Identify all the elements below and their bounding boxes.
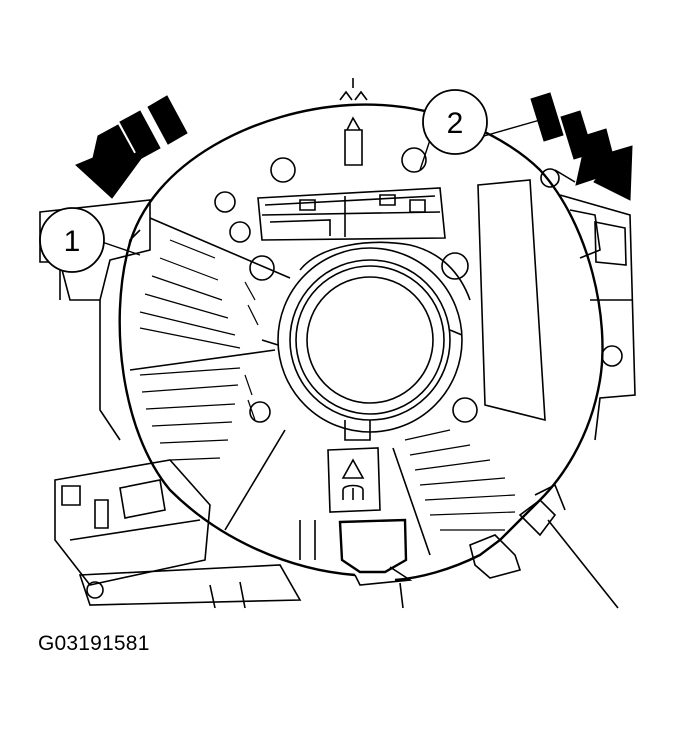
bottom-connector — [299, 518, 408, 609]
figure-id: G03191581 — [38, 632, 150, 655]
right-clip — [569, 209, 601, 259]
callout-1-label: 1 — [64, 225, 81, 258]
callout-leaders — [101, 119, 541, 256]
clockspring-diagram: 1 2 — [39, 78, 636, 609]
central-rotor — [261, 241, 471, 441]
label-hatching-left-upper — [139, 239, 259, 349]
arrow-right — [530, 92, 633, 201]
callout-2-label: 2 — [447, 107, 464, 140]
wire-clip — [469, 483, 619, 609]
top-connector — [257, 187, 446, 241]
callout-1: 1 — [39, 207, 105, 273]
mounting-holes — [214, 147, 478, 423]
callout-2: 2 — [422, 89, 488, 155]
column-housing — [39, 168, 636, 609]
alignment-marks — [339, 78, 368, 166]
disc-segments — [129, 179, 546, 556]
warning-label — [327, 447, 381, 513]
label-hatching-right-lower — [404, 429, 516, 531]
arrow-left — [75, 95, 188, 199]
clockspring-disc — [118, 103, 604, 586]
label-hatching-left-lower — [139, 367, 256, 461]
